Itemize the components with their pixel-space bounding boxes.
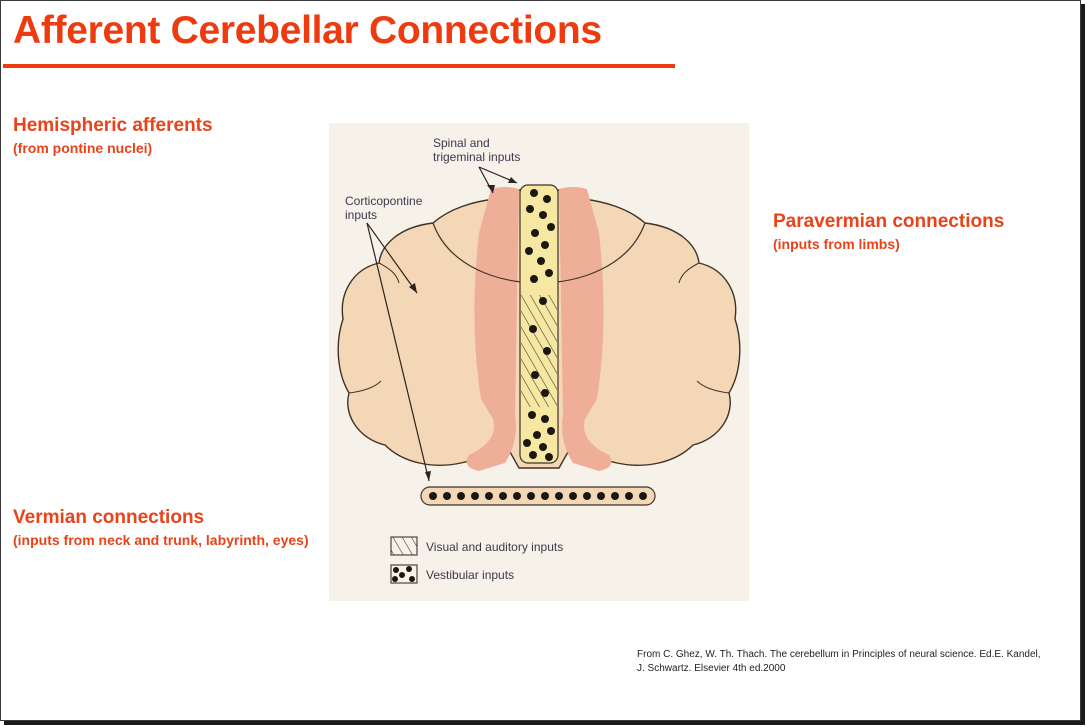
hemispheric-subheading: (from pontine nuclei) [13,140,153,156]
vermis-hatched-region [521,295,557,407]
citation-line2: J. Schwartz. Elsevier 4th ed.2000 [637,663,786,674]
page-title: Afferent Cerebellar Connections [13,9,602,52]
paravermian-subheading: (inputs from limbs) [773,236,900,252]
label-spinal-line2: trigeminal inputs [433,150,520,164]
label-corticopontine-line1: Corticopontine [345,194,423,208]
paravermis-right [559,187,612,471]
legend-visual-label: Visual and auditory inputs [426,540,563,554]
title-underline [3,64,675,68]
label-corticopontine-line2: inputs [345,208,377,222]
paravermis-left [466,187,519,471]
legend-vestibular-label: Vestibular inputs [426,568,514,582]
cerebellum-diagram: Spinal and trigeminal inputs Corticopont… [329,123,749,601]
vermis-vestibular-dots [523,189,555,461]
citation-line1: From C. Ghez, W. Th. Thach. The cerebell… [637,649,1041,660]
paravermian-heading: Paravermian connections [773,211,1005,232]
flocculonodular-lobe [420,486,656,506]
citation: From C. Ghez, W. Th. Thach. The cerebell… [637,648,1077,676]
flocculonodular-vestibular-dots [429,492,647,500]
arrowheads [409,177,517,481]
legend-visual-swatch [390,536,418,556]
vermian-heading: Vermian connections [13,507,205,528]
vermian-subheading: (inputs from neck and trunk, labyrinth, … [13,532,309,548]
hemispheric-heading: Hemispheric afferents [13,115,213,136]
label-spinal-line1: Spinal and [433,136,490,150]
legend-vestibular-dots [392,566,415,582]
